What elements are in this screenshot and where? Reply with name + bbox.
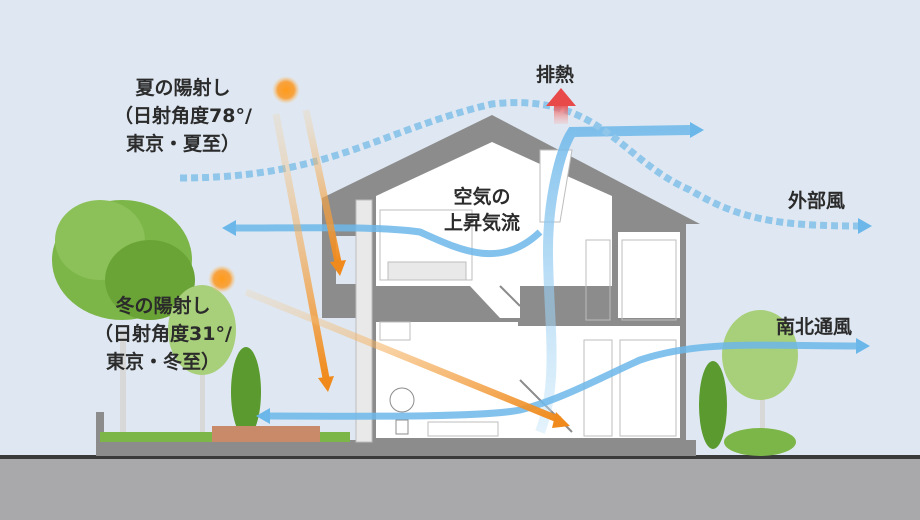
summer-sun-label: 夏の陽射し （日射角度78°/ 東京・夏至） xyxy=(114,77,252,155)
upper-floor-wind xyxy=(235,224,543,258)
wood-deck xyxy=(212,426,320,442)
ground xyxy=(0,455,920,520)
right-cypress xyxy=(699,361,727,449)
lower-floor-arrowhead xyxy=(256,408,270,424)
left-tree-large xyxy=(52,200,195,440)
north-south-wind-label: 南北通風 xyxy=(776,316,853,338)
foundation xyxy=(96,440,696,456)
house xyxy=(322,115,700,443)
outside-wind-label: 外部風 xyxy=(788,190,846,212)
heat-exhaust-label: 排熱 xyxy=(536,64,575,86)
ground-line xyxy=(0,455,920,459)
up-arrow-icon xyxy=(546,88,576,124)
updraft-flow xyxy=(535,125,691,434)
upper-floor-arrowhead xyxy=(222,220,236,236)
updraft-label: 空気の 上昇気流 xyxy=(443,186,520,234)
sun-icon xyxy=(272,76,300,104)
north-south-wind xyxy=(269,341,861,420)
right-shrub xyxy=(724,428,796,456)
winter-sun-label: 冬の陽射し （日射角度31°/ 東京・冬至） xyxy=(94,295,232,373)
outside-wind-flow xyxy=(179,99,861,230)
summer-sunbeams xyxy=(272,109,346,392)
terrace-wall xyxy=(96,412,104,442)
left-tree-small xyxy=(168,285,236,440)
outside-wind-arrowhead xyxy=(858,218,872,234)
north-south-arrowhead xyxy=(856,338,870,354)
sun-icon xyxy=(208,265,236,293)
right-tree xyxy=(722,310,798,450)
winter-sunbeam xyxy=(244,288,570,428)
updraft-arrowhead xyxy=(690,122,704,138)
left-cypress xyxy=(231,347,261,437)
